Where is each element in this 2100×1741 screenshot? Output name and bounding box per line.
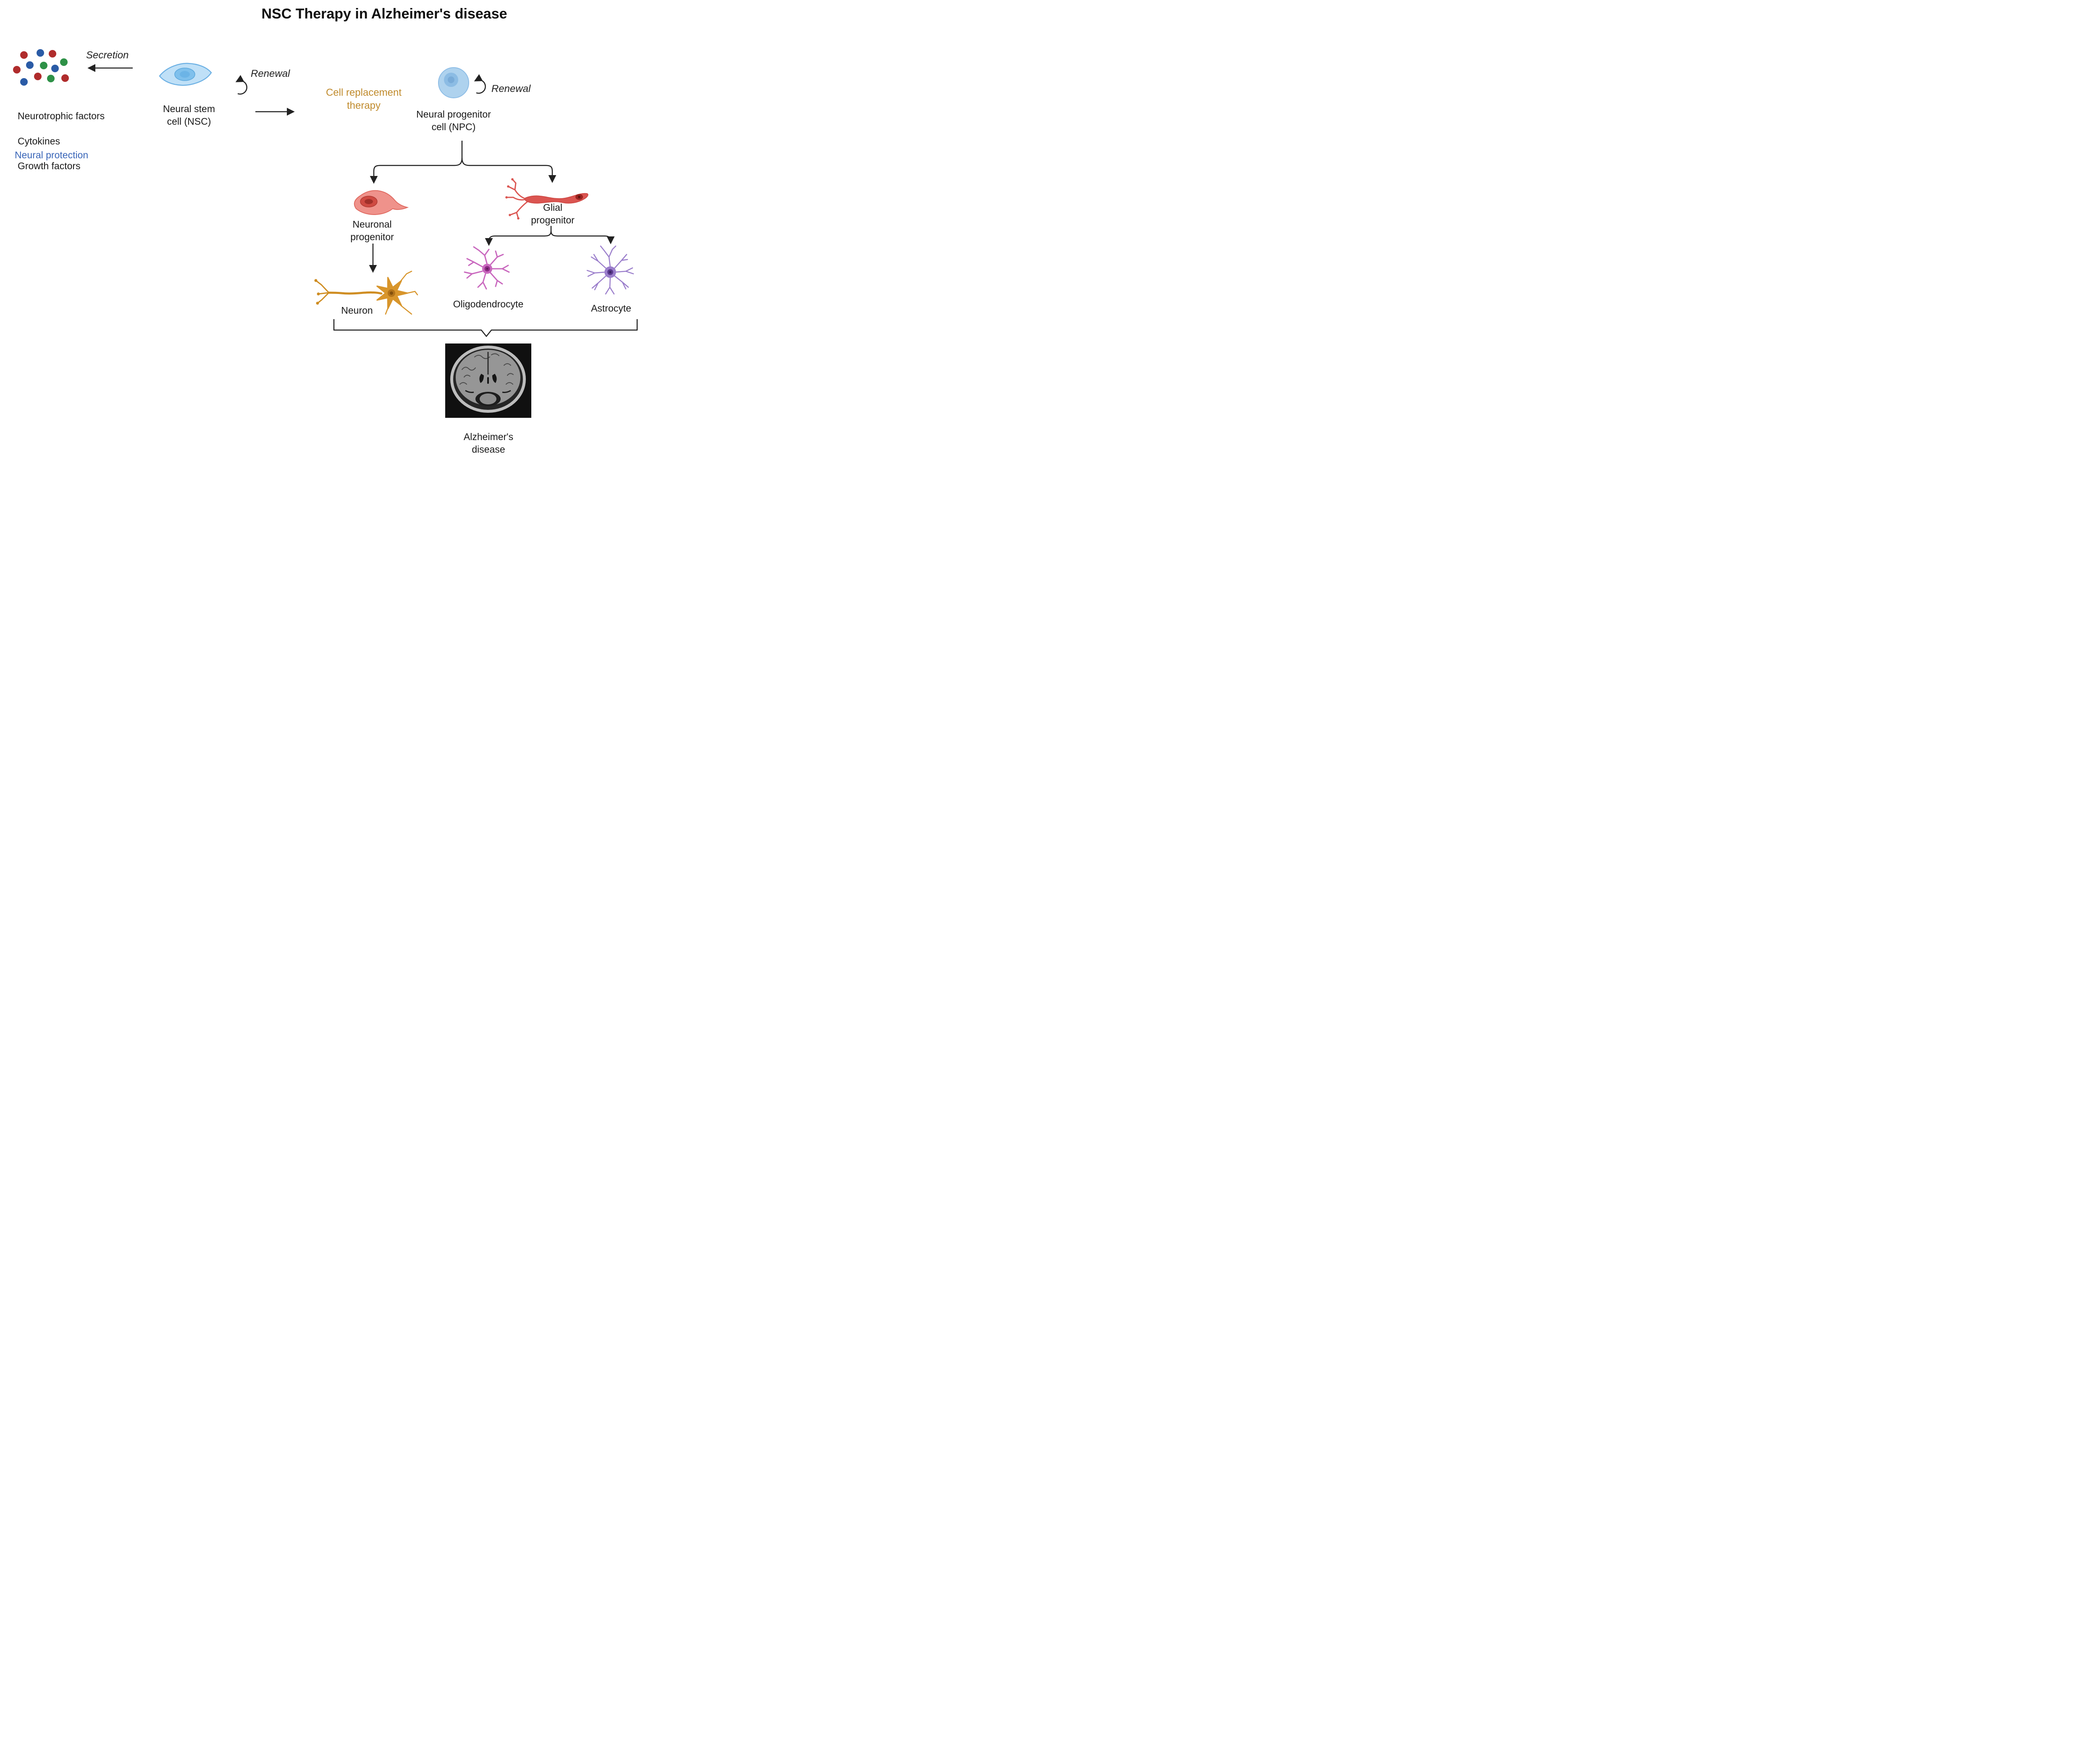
- factor-dot: [51, 65, 59, 72]
- factor-dot: [20, 78, 28, 86]
- diagram-root: NSC Therapy in Alzheimer's disease Secre…: [0, 0, 649, 454]
- secreted-factor-dots-icon: [13, 49, 69, 86]
- cell-replacement-therapy-label: Cell replacement therapy: [326, 87, 402, 112]
- neuronal-progenitor-label: Neuronal progenitor: [350, 219, 394, 242]
- neuron-icon: [314, 270, 418, 315]
- brain-mri-image: [445, 343, 531, 418]
- factor-dot: [60, 58, 68, 66]
- neural-stem-cell-icon: [159, 63, 212, 86]
- renewal-arrow-npc-icon: [474, 74, 486, 94]
- factor-dot: [37, 49, 44, 57]
- convergence-bracket: [333, 319, 638, 337]
- oligodendrocyte-icon: [464, 246, 510, 290]
- factor-item: Growth factors: [18, 160, 81, 172]
- factor-dot: [49, 50, 56, 58]
- nsc-renewal-label: Renewal: [251, 68, 290, 79]
- npc-renewal-label: Renewal: [491, 83, 531, 94]
- alzheimers-disease-label: Alzheimer's disease: [463, 431, 514, 454]
- neuron-label: Neuron: [341, 305, 373, 316]
- factor-dot: [26, 61, 34, 69]
- oligodendrocyte-label: Oligodendrocyte: [453, 299, 524, 309]
- factor-dot: [61, 74, 69, 82]
- factor-dot: [20, 51, 28, 59]
- diagram-canvas: [13, 49, 638, 418]
- npc-label: Neural progenitor cell (NPC): [416, 109, 491, 132]
- secretion-label: Secretion: [86, 50, 129, 61]
- glial-progenitor-label: Glial progenitor: [531, 202, 575, 225]
- secreted-factors-list: Neurotrophic factors Cytokines Growth fa…: [18, 97, 105, 185]
- factor-dot: [40, 62, 47, 69]
- factor-dot: [34, 73, 42, 80]
- factor-dot: [47, 75, 55, 82]
- astrocyte-icon: [586, 245, 634, 295]
- glial-progenitor-icon: [505, 178, 588, 220]
- factor-dot: [13, 66, 21, 73]
- neural-progenitor-cell-icon: [438, 67, 469, 98]
- nsc-label: Neural stem cell (NSC): [163, 103, 215, 127]
- renewal-arrow-nsc-icon: [235, 75, 247, 95]
- glial-branch-connector: [485, 226, 615, 246]
- astrocyte-label: Astrocyte: [591, 303, 631, 314]
- diagram-title: NSC Therapy in Alzheimer's disease: [261, 6, 507, 22]
- neuronal-progenitor-cell-icon: [354, 190, 409, 215]
- factor-item: Cytokines: [18, 135, 60, 147]
- factor-item: Neurotrophic factors: [18, 110, 105, 121]
- npc-branch-connector: [370, 141, 556, 184]
- neural-protection-label: Neural protection: [15, 149, 89, 160]
